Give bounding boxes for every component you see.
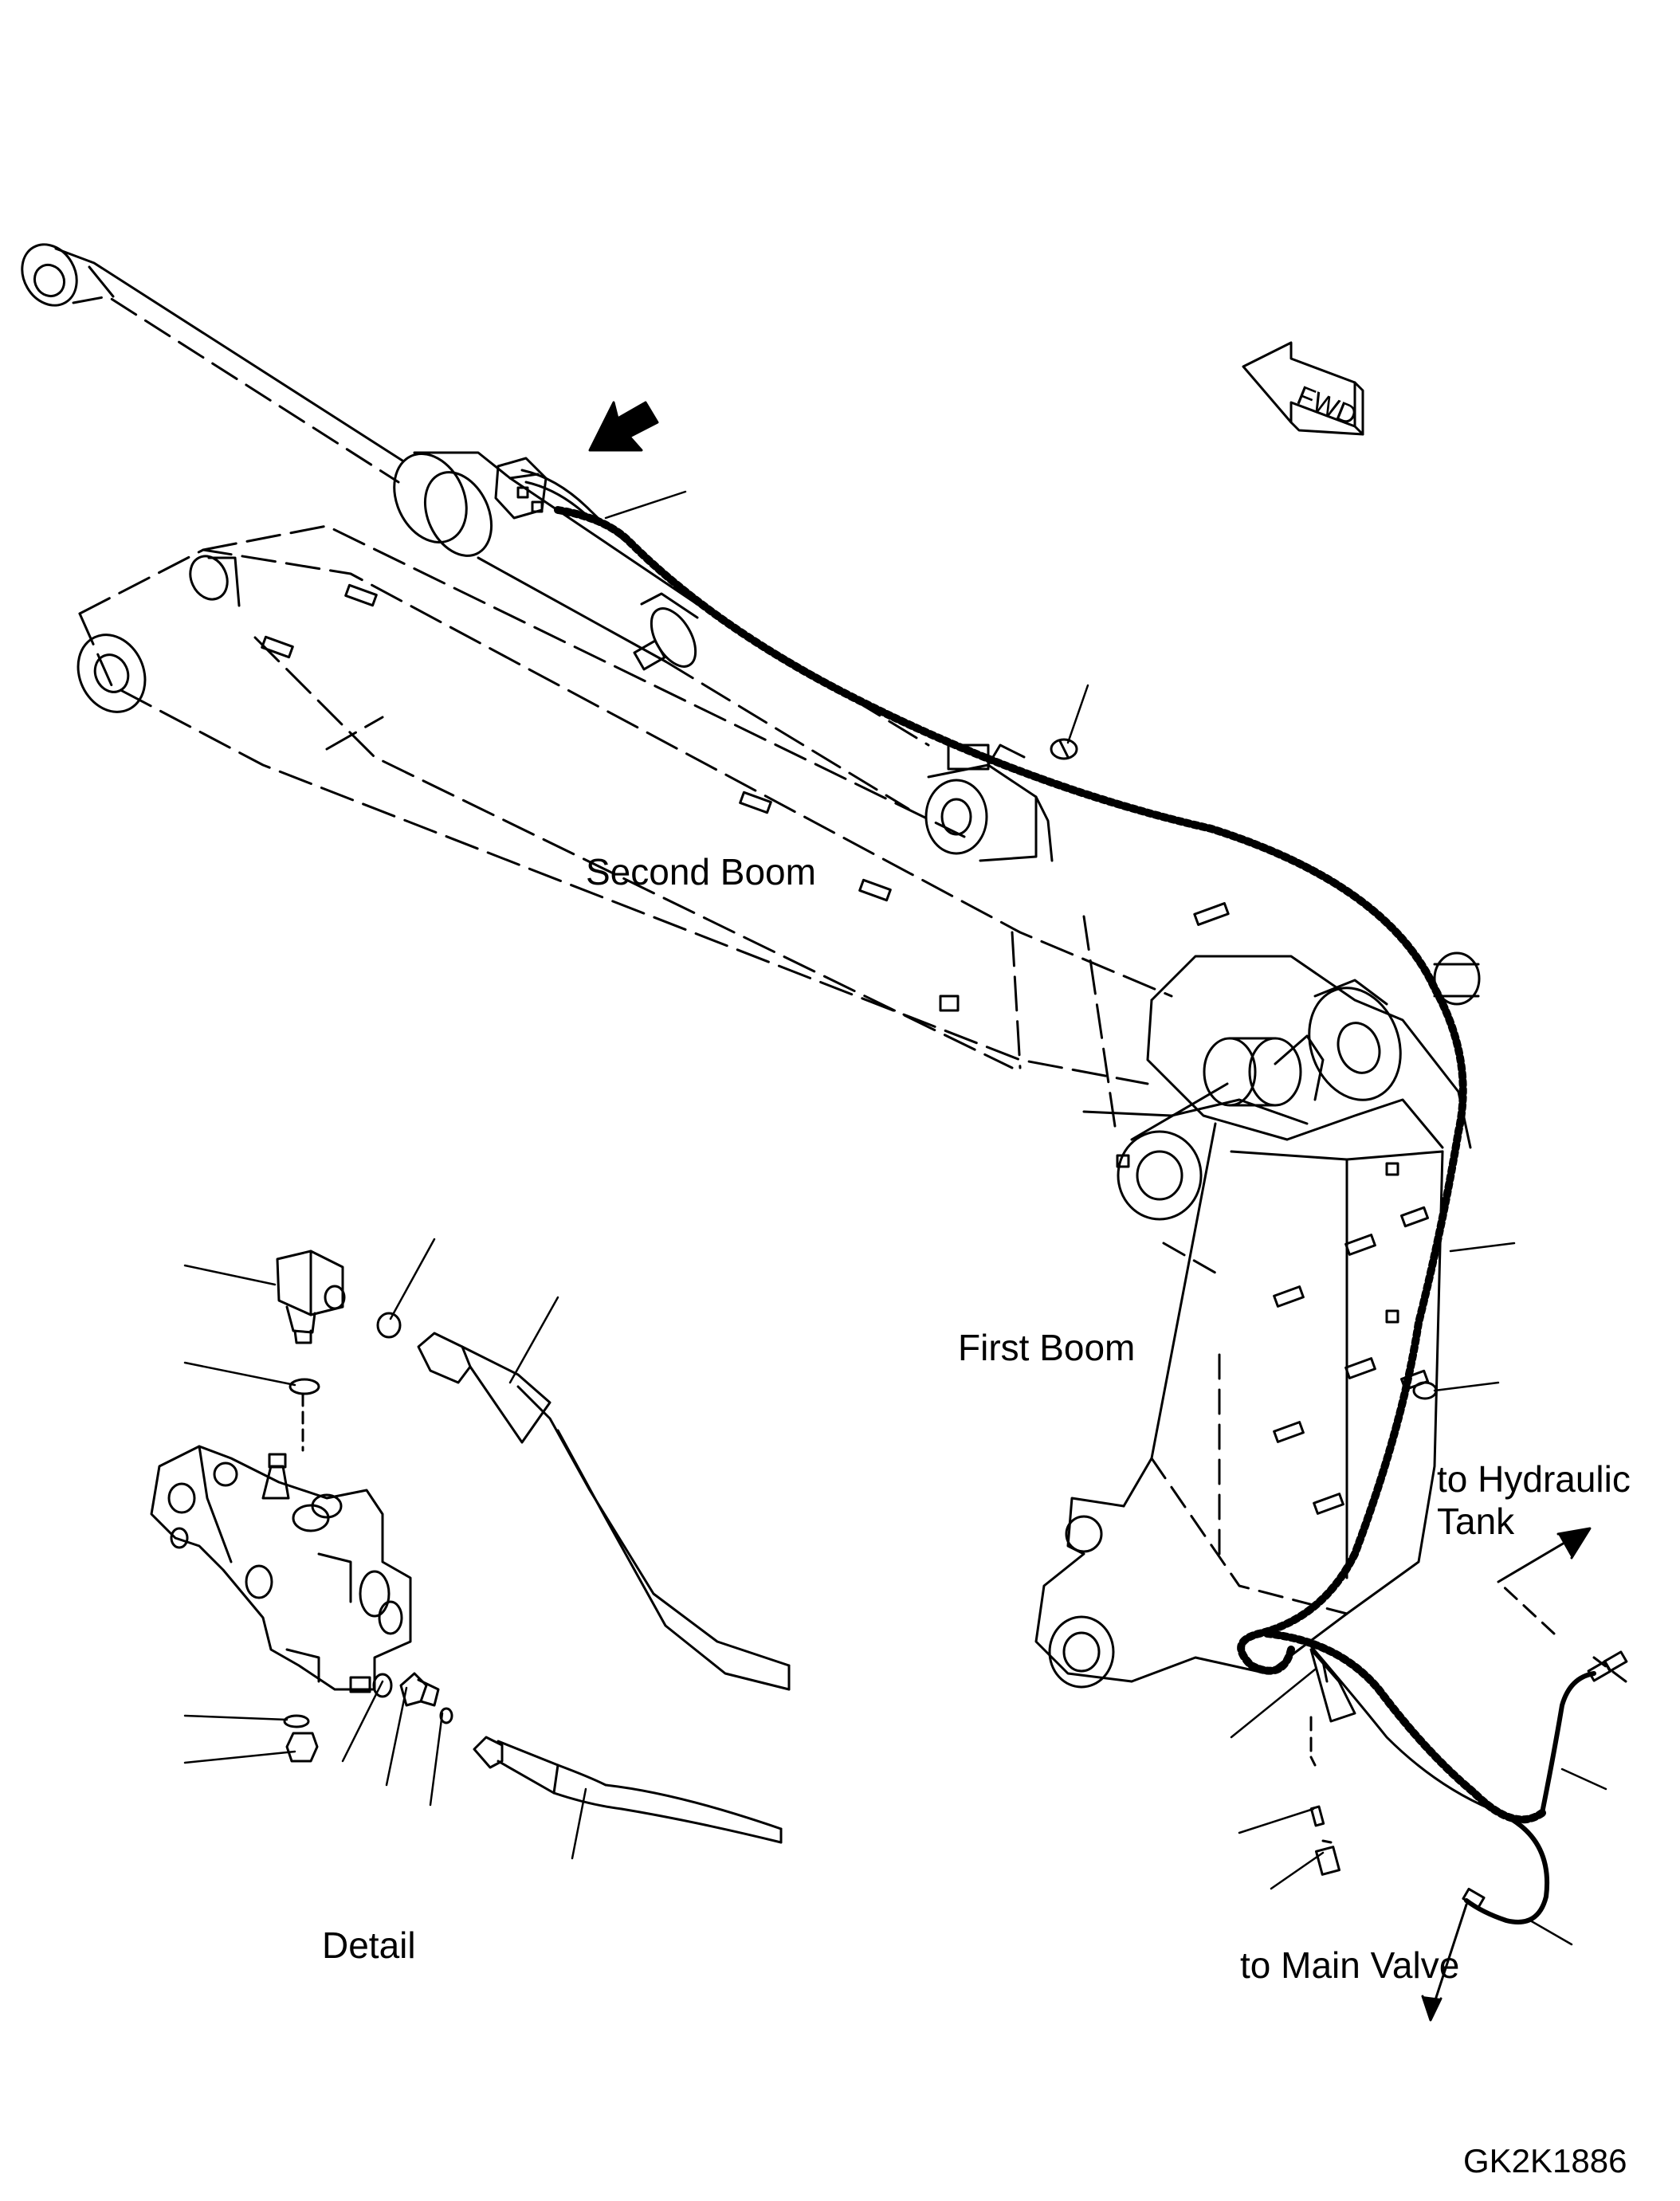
view-direction-arrow-icon xyxy=(588,401,659,452)
first-boom xyxy=(1034,951,1481,1689)
label-to-hydraulic-tank-line2: Tank xyxy=(1437,1500,1515,1542)
label-to-main-valve: to Main Valve xyxy=(1240,1944,1460,1986)
second-boom xyxy=(78,524,1173,1133)
arm-cylinder-rod xyxy=(21,243,404,484)
label-detail: Detail xyxy=(322,1924,416,1966)
fwd-arrow-icon xyxy=(1242,341,1364,436)
clamps xyxy=(1050,738,1438,1876)
label-first-boom: First Boom xyxy=(958,1327,1136,1368)
label-to-hydraulic-tank: to Hydraulic Tank xyxy=(1437,1458,1631,1543)
drawing-code: GK2K1886 xyxy=(1463,2142,1627,2179)
flow-direction-arrows xyxy=(1421,1527,1627,2022)
detail-view xyxy=(150,1250,791,1844)
boom-bracket xyxy=(924,743,1054,862)
hose-harness xyxy=(520,469,1628,1924)
label-to-hydraulic-tank-line1: to Hydraulic xyxy=(1437,1458,1631,1500)
arm-cylinder-body xyxy=(393,451,930,810)
label-second-boom: Second Boom xyxy=(586,851,816,893)
leader-lines xyxy=(183,490,1607,1946)
second-boom-solid xyxy=(77,555,1230,1012)
